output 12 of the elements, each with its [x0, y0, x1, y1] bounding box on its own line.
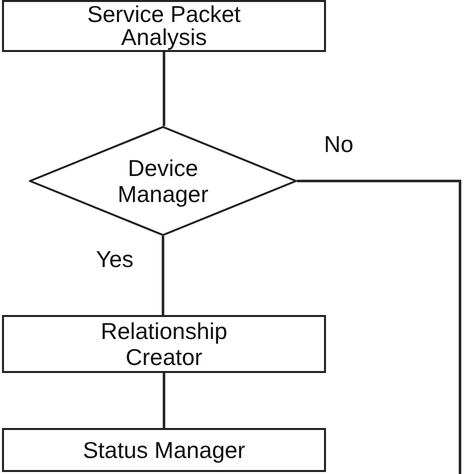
process-box [2, 428, 326, 472]
process-box [2, 315, 326, 373]
node-label: Status Manager [82, 437, 246, 463]
node-label: Service Packet Analysis [86, 3, 242, 49]
connector-line [162, 236, 164, 315]
connector-line [162, 52, 166, 126]
connector-line [162, 373, 166, 428]
node-label: Device Manager [116, 155, 210, 207]
process-box [2, 0, 326, 52]
decision-diamond [29, 126, 297, 236]
connector-line [297, 180, 462, 474]
node-label: Relationship Creator [100, 318, 228, 370]
